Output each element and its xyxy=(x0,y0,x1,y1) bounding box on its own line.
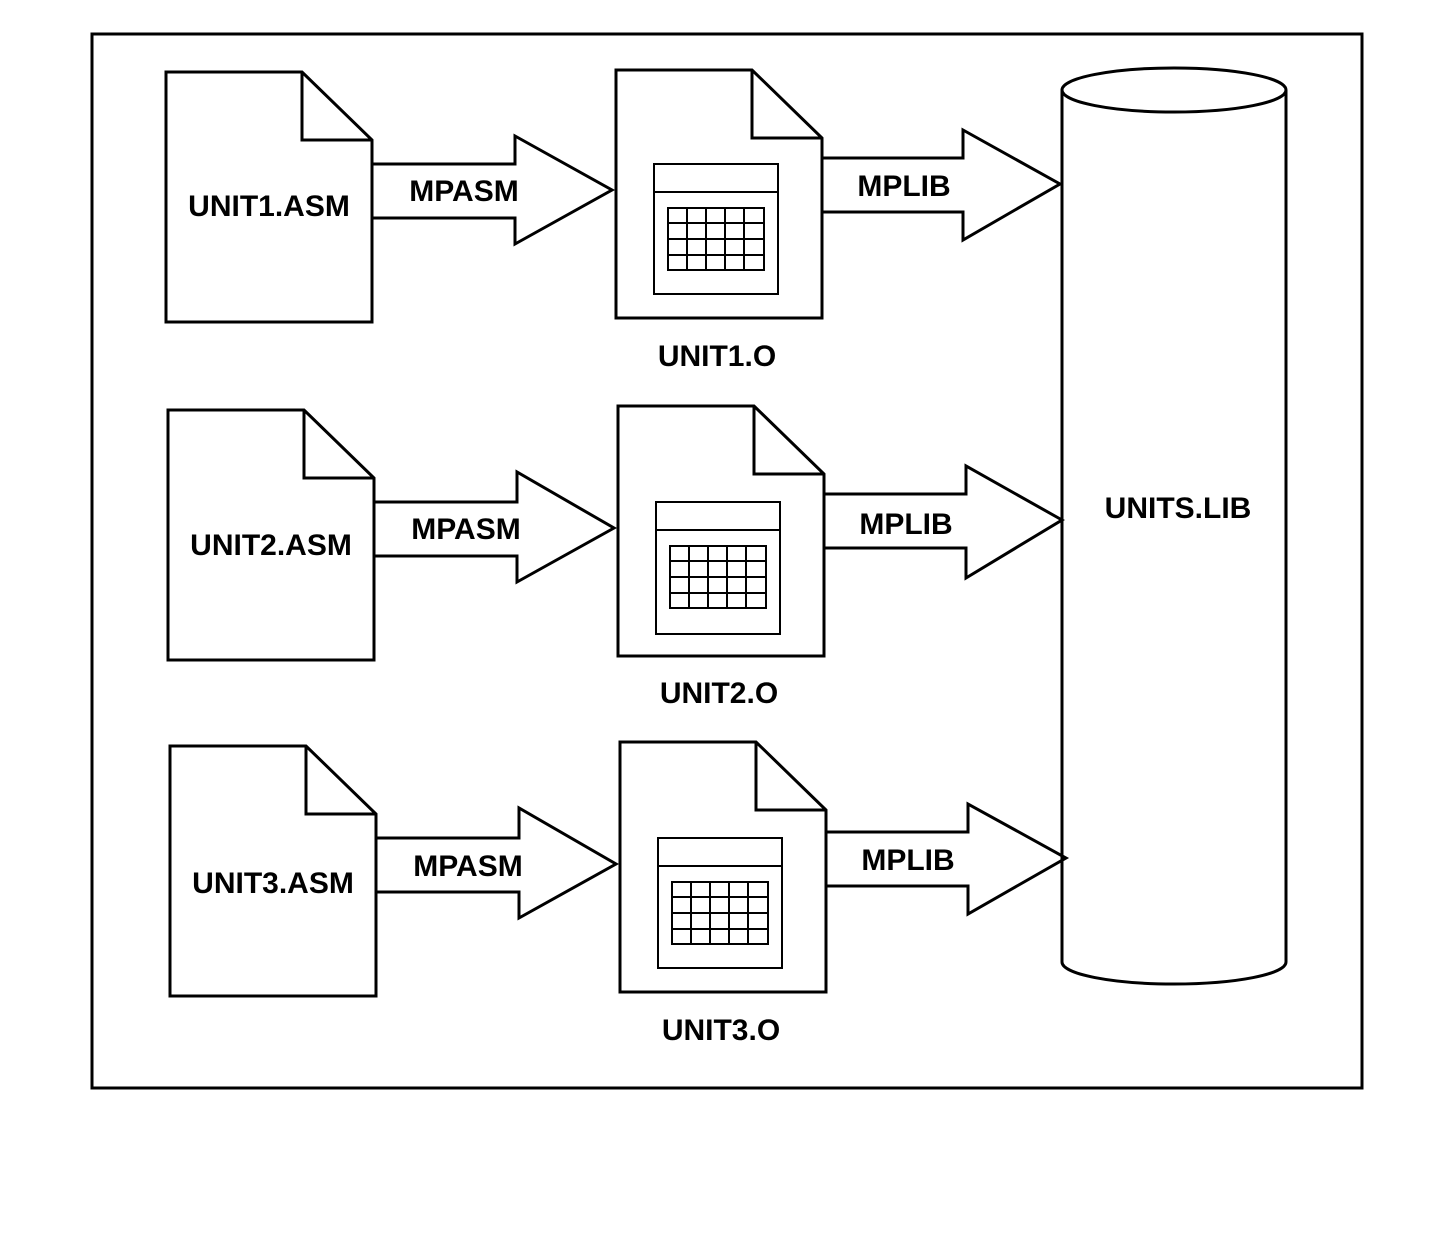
source-file-unit2: UNIT2.ASM xyxy=(166,408,376,662)
object-file-unit3: UNIT3.O xyxy=(618,740,828,1047)
source-file-label: UNIT1.ASM xyxy=(188,190,350,223)
object-file-icon xyxy=(655,501,781,635)
assemble-arrow: MPASM xyxy=(376,805,620,921)
source-file-unit3: UNIT3.ASM xyxy=(168,744,378,998)
librarian-label: MPLIB xyxy=(859,508,952,541)
library-arrow: MPLIB xyxy=(824,463,1065,581)
row-3: UNIT3.ASM MPASM UNIT3.O xyxy=(168,740,1070,1047)
diagram-frame xyxy=(90,32,1364,1090)
object-file-icon xyxy=(653,163,779,295)
source-file-label: UNIT2.ASM xyxy=(190,529,352,562)
source-file-unit1: UNIT1.ASM xyxy=(164,70,374,324)
library-label: UNITS.LIB xyxy=(1105,492,1252,525)
row-2: UNIT2.ASM MPASM UNIT2.O xyxy=(166,404,1065,710)
object-file-unit1: UNIT1.O xyxy=(614,68,824,373)
assembler-label: MPASM xyxy=(413,850,522,883)
librarian-label: MPLIB xyxy=(857,170,950,203)
object-file-unit2: UNIT2.O xyxy=(616,404,826,710)
library-cylinder: UNITS.LIB xyxy=(1060,66,1288,986)
librarian-label: MPLIB xyxy=(861,844,954,877)
library-arrow: MPLIB xyxy=(826,801,1070,917)
assemble-arrow: MPASM xyxy=(372,133,616,247)
row-1: UNIT1.ASM MPASM UNIT1.O xyxy=(164,68,1064,373)
object-file-icon xyxy=(657,837,783,969)
object-file-label: UNIT1.O xyxy=(658,340,776,373)
source-file-label: UNIT3.ASM xyxy=(192,867,354,900)
library-arrow: MPLIB xyxy=(822,127,1064,243)
assembler-label: MPASM xyxy=(411,513,520,546)
object-file-label: UNIT2.O xyxy=(660,677,778,710)
object-file-label: UNIT3.O xyxy=(662,1014,780,1047)
assemble-arrow: MPASM xyxy=(374,469,618,585)
assembler-label: MPASM xyxy=(409,175,518,208)
